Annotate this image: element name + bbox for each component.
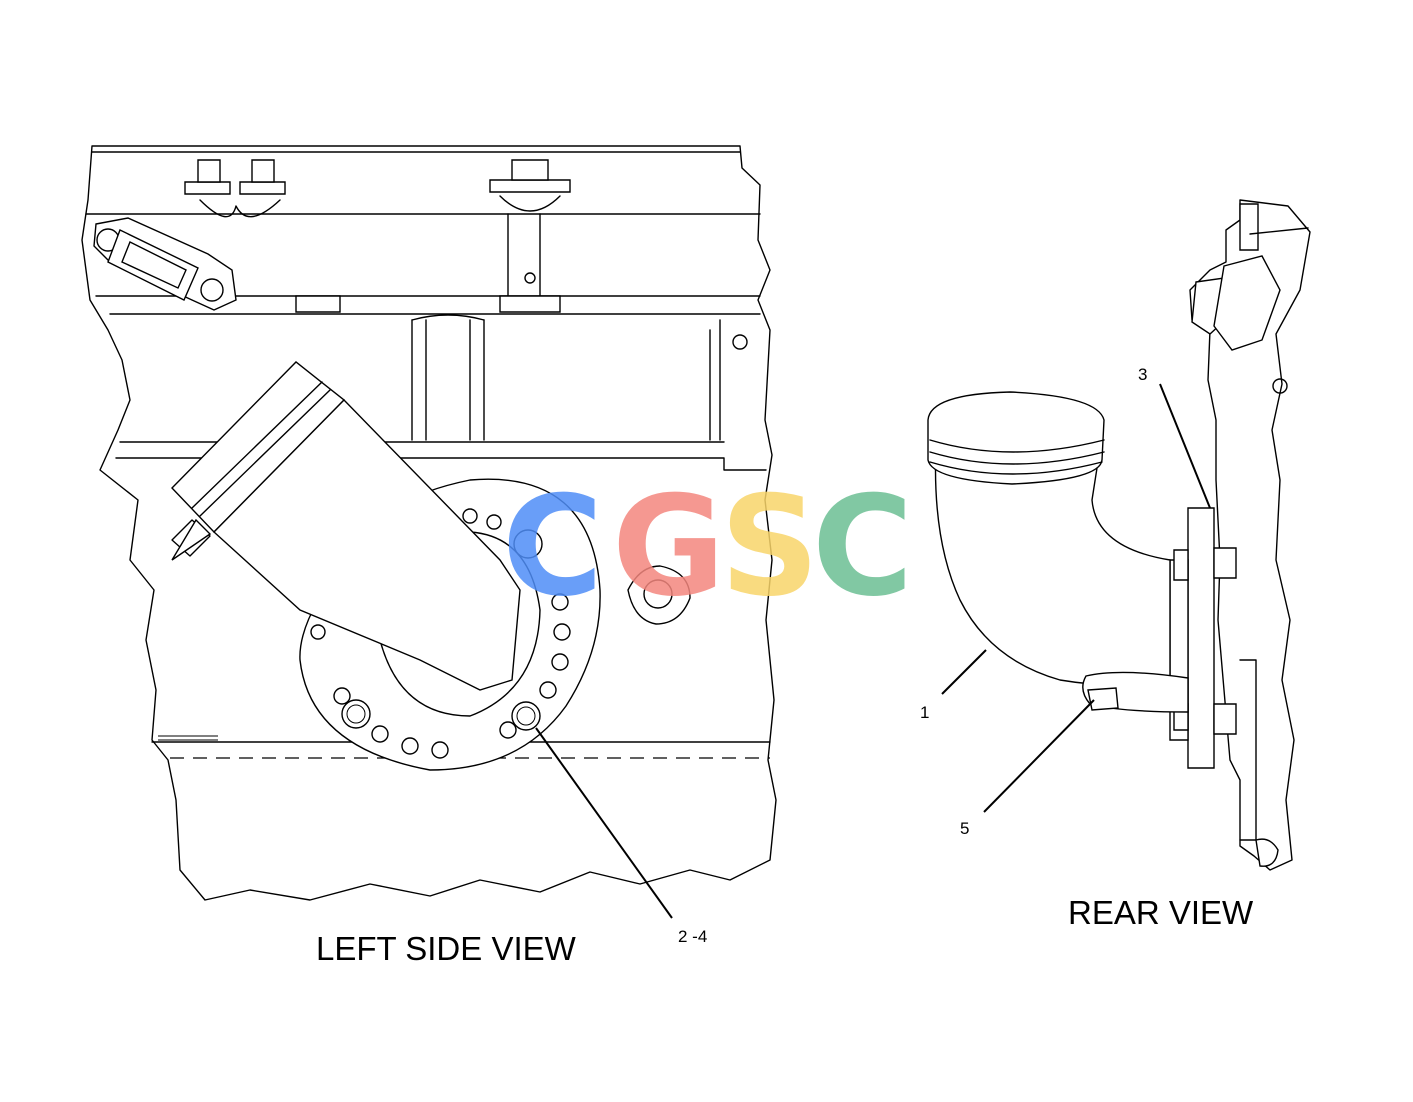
watermark-letter-c2: C <box>812 466 913 627</box>
cgsc-watermark-logo: C G S C <box>502 466 913 627</box>
callout-3: 3 <box>1138 365 1147 384</box>
top-bolts <box>184 159 571 313</box>
elbow-tube-left <box>171 361 521 691</box>
watermark-letter-s: S <box>720 466 819 627</box>
watermark-letter-c1: C <box>502 466 603 627</box>
rear-view-label: REAR VIEW <box>1068 894 1254 931</box>
leader-1 <box>941 649 987 695</box>
callout-5: 5 <box>960 819 969 838</box>
left-side-view-label: LEFT SIDE VIEW <box>316 930 577 967</box>
watermark-letter-g: G <box>612 466 725 627</box>
leader-5 <box>983 699 1095 813</box>
sensor-bracket <box>93 217 237 311</box>
callout-1: 1 <box>920 703 929 722</box>
engine-block-left-side <box>81 145 777 901</box>
leader-2-4 <box>535 727 673 919</box>
leader-lines <box>535 383 1211 919</box>
leader-3 <box>1159 383 1211 509</box>
rear-view-assembly <box>927 199 1311 871</box>
callout-2-4: 2 -4 <box>678 927 707 946</box>
